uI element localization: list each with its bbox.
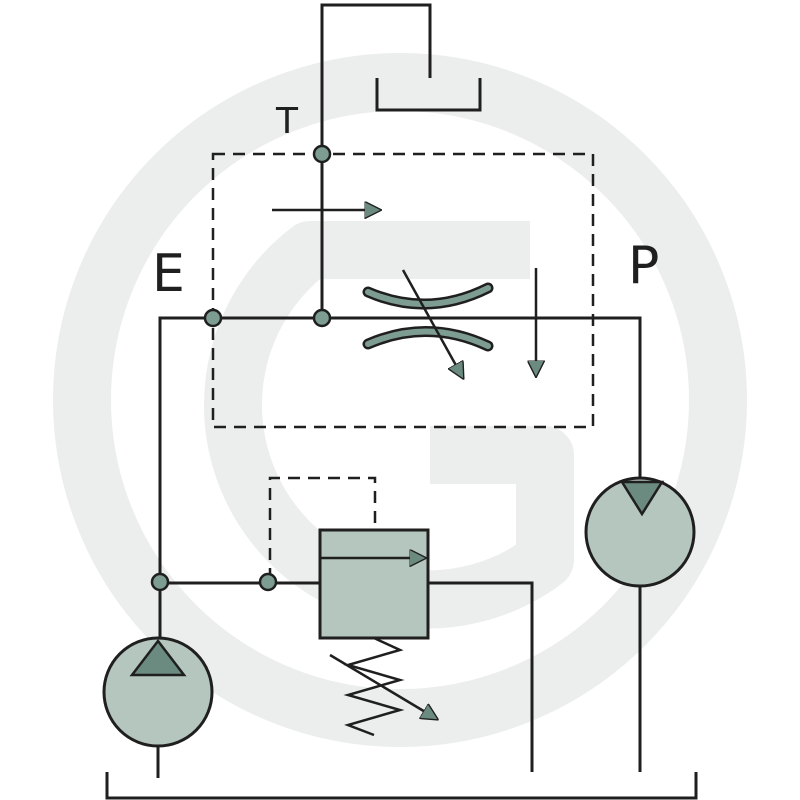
junction-dot-e	[203, 308, 223, 328]
tank-return-line	[320, 3, 432, 153]
relief-spring	[343, 636, 405, 737]
port-label-e: E	[152, 244, 185, 304]
left-pump-triangle	[129, 638, 187, 677]
relief-valve-block	[318, 528, 430, 640]
junction-dot-center	[312, 308, 332, 328]
adjustable-throttle-arrow	[401, 269, 463, 378]
bottom-tank	[105, 772, 698, 800]
port-label-t: T	[276, 101, 298, 142]
valve-enclosure-dashed	[211, 152, 595, 429]
relief-outlet-line	[428, 581, 534, 772]
throttle-curve-lower-fill	[365, 328, 491, 349]
port-label-p: P	[628, 236, 660, 296]
throttle-curve-upper-fill	[365, 285, 491, 307]
spring-adjust-arrow	[329, 653, 437, 719]
top-tank	[375, 78, 482, 112]
pilot-dashed-line	[268, 476, 377, 580]
main-flow-line	[158, 316, 642, 580]
junction-dot-left	[150, 572, 170, 592]
junction-dot-pilot	[258, 572, 278, 592]
junction-dot-t	[312, 144, 332, 164]
right-pump-triangle	[619, 480, 665, 517]
